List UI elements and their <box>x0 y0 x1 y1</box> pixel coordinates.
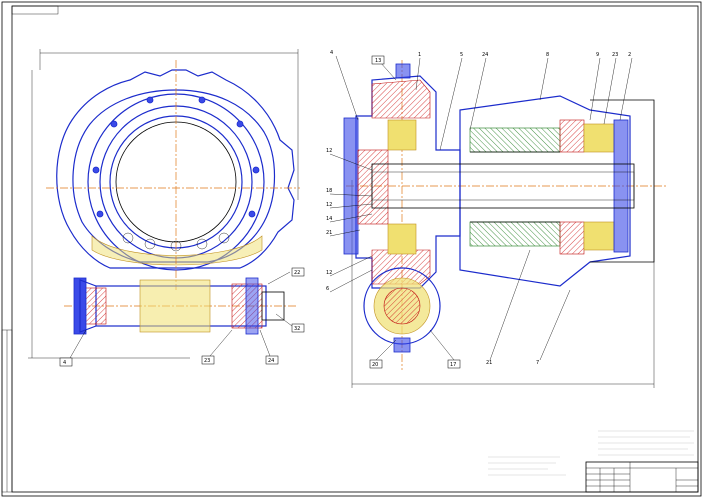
worm-shaft-assembly <box>73 277 285 335</box>
callout-label: 24 <box>259 329 279 365</box>
svg-text:21: 21 <box>486 360 492 366</box>
left-view: 4 23 24 22 32 <box>28 49 305 367</box>
svg-text:24: 24 <box>482 52 488 58</box>
svg-text:17: 17 <box>450 362 456 368</box>
drum-section <box>459 95 631 287</box>
callout-label: 1 <box>415 52 421 91</box>
svg-text:8: 8 <box>546 52 549 58</box>
svg-text:14: 14 <box>326 216 332 222</box>
lower-sector <box>91 232 263 266</box>
callout-label: 32 <box>275 313 305 333</box>
callout-label: 2 <box>619 52 633 121</box>
svg-text:24: 24 <box>268 358 274 364</box>
callout-label: 18 <box>326 188 373 197</box>
svg-text:1: 1 <box>418 52 421 58</box>
callout-label: 9 <box>589 52 601 121</box>
callout-label: 20 <box>369 339 397 369</box>
svg-text:12: 12 <box>326 202 332 208</box>
worm-wheel-section <box>363 267 441 353</box>
svg-text:4: 4 <box>63 360 66 366</box>
svg-text:12: 12 <box>326 148 332 154</box>
technical-notes <box>488 430 694 476</box>
callout-label: 4 <box>59 329 87 367</box>
svg-text:32: 32 <box>294 326 300 332</box>
callout-label: 6 <box>326 269 373 293</box>
svg-text:23: 23 <box>612 52 618 58</box>
callout-label: 12 <box>326 202 373 209</box>
callout-label: 17 <box>429 329 461 369</box>
top-bolt <box>395 63 411 79</box>
svg-text:18: 18 <box>326 188 332 194</box>
callout-label: 12 <box>326 148 373 171</box>
callout-label: 23 <box>603 52 618 125</box>
svg-text:7: 7 <box>536 360 539 366</box>
callout-label: 21 <box>326 229 361 237</box>
callout-label: 13 <box>371 55 397 81</box>
callout-label: 8 <box>539 52 549 101</box>
svg-text:13: 13 <box>375 58 381 64</box>
svg-text:5: 5 <box>460 52 463 58</box>
callout-label: 7 <box>536 289 571 366</box>
outer-contour <box>590 99 655 263</box>
svg-text:9: 9 <box>596 52 599 58</box>
svg-text:21: 21 <box>326 230 332 236</box>
right-callouts: 4 13 1 5 24 8 <box>326 50 633 369</box>
left-callouts: 4 23 24 22 32 <box>59 267 305 367</box>
left-axes <box>46 60 300 307</box>
title-block <box>585 461 699 493</box>
corner-stamp <box>11 5 59 15</box>
callout-label: 14 <box>326 213 373 223</box>
svg-text:23: 23 <box>204 358 210 364</box>
svg-text:6: 6 <box>326 286 329 292</box>
gear-housing-section <box>343 75 461 289</box>
callout-label: 21 <box>486 249 531 366</box>
sector-holes <box>122 232 230 252</box>
right-view: 4 13 1 5 24 8 <box>326 50 668 388</box>
main-shaft <box>371 151 635 223</box>
svg-text:4: 4 <box>330 50 333 56</box>
left-dimensions <box>28 49 299 359</box>
svg-text:22: 22 <box>294 270 300 276</box>
callout-label: 22 <box>267 267 305 285</box>
callout-label: 24 <box>469 52 488 131</box>
svg-text:12: 12 <box>326 270 332 276</box>
callout-label: 23 <box>201 329 233 365</box>
callout-label: 5 <box>439 52 463 151</box>
callout-label: 12 <box>326 255 373 277</box>
callout-label: 4 <box>330 50 359 121</box>
svg-text:2: 2 <box>628 52 631 58</box>
bolt-circle <box>92 96 260 218</box>
svg-text:20: 20 <box>372 362 378 368</box>
